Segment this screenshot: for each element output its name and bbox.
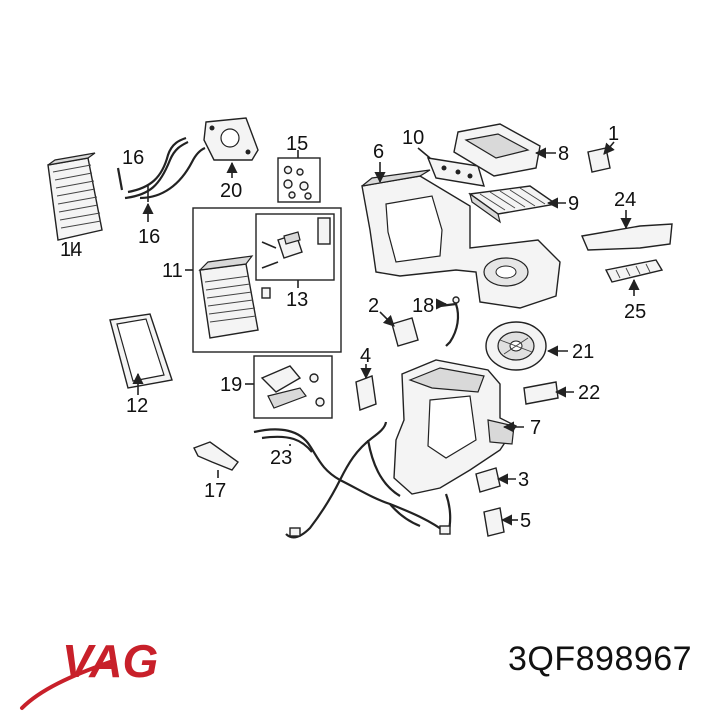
- part-temperature-probe: [439, 296, 460, 347]
- callout-20: 20: [220, 180, 242, 202]
- vag-logo-text: VAG: [62, 635, 158, 687]
- callout-19: 19: [220, 374, 242, 396]
- callout-13: 13: [286, 289, 308, 311]
- callout-15: 15: [286, 133, 308, 155]
- part-small-hardware: [283, 165, 312, 200]
- callout-12: 12: [126, 395, 148, 417]
- callout-23: 23: [270, 447, 292, 469]
- part-blower-resistor: [523, 381, 559, 405]
- callout-8: 8: [558, 143, 569, 165]
- part-heater-core: [47, 152, 103, 241]
- part-number: 3QF898967: [508, 640, 693, 678]
- part-top-cover: [453, 123, 541, 177]
- part-actuator: [475, 467, 501, 493]
- part-air-duct: [581, 223, 673, 251]
- part-wiring-harness: [253, 421, 452, 539]
- callout-17: 17: [204, 480, 226, 502]
- part-bracket: [193, 441, 239, 471]
- part-filter-frame: [109, 313, 173, 389]
- callout-18: 18: [412, 295, 434, 317]
- callout-24: 24: [614, 189, 636, 211]
- callout-9: 9: [568, 193, 579, 215]
- part-heater-hoses: [116, 136, 206, 200]
- callout-21: 21: [572, 341, 594, 363]
- part-relay: [355, 375, 377, 411]
- callout-3: 3: [518, 469, 529, 491]
- callout-5: 5: [520, 510, 531, 532]
- part-servo-motor: [483, 507, 505, 537]
- callout-14: 14: [60, 239, 82, 261]
- callout-4: 4: [360, 345, 371, 367]
- callout-22: 22: [578, 382, 600, 404]
- callout-16-top: 16: [122, 147, 144, 169]
- part-gasket-strip: [426, 157, 485, 187]
- vag-logo: VAG: [20, 635, 158, 710]
- callout-6: 6: [373, 141, 384, 163]
- callout-2: 2: [368, 295, 379, 317]
- part-lower-housing: [393, 359, 518, 495]
- callout-1: 1: [608, 123, 619, 145]
- part-evaporator: [198, 255, 271, 339]
- callout-11: 11: [162, 260, 183, 282]
- part-actuator-linkage: [260, 365, 325, 409]
- part-blower-motor: [485, 321, 547, 371]
- part-vent: [604, 259, 664, 283]
- part-expansion-valve: [261, 217, 331, 269]
- part-cabin-filter: [468, 185, 558, 224]
- part-seal-plate: [203, 117, 259, 161]
- callout-25: 25: [624, 301, 646, 323]
- callout-7: 7: [530, 417, 541, 439]
- callout-16-bottom: 16: [138, 226, 160, 248]
- part-sensor: [391, 317, 419, 347]
- callout-10: 10: [402, 127, 424, 149]
